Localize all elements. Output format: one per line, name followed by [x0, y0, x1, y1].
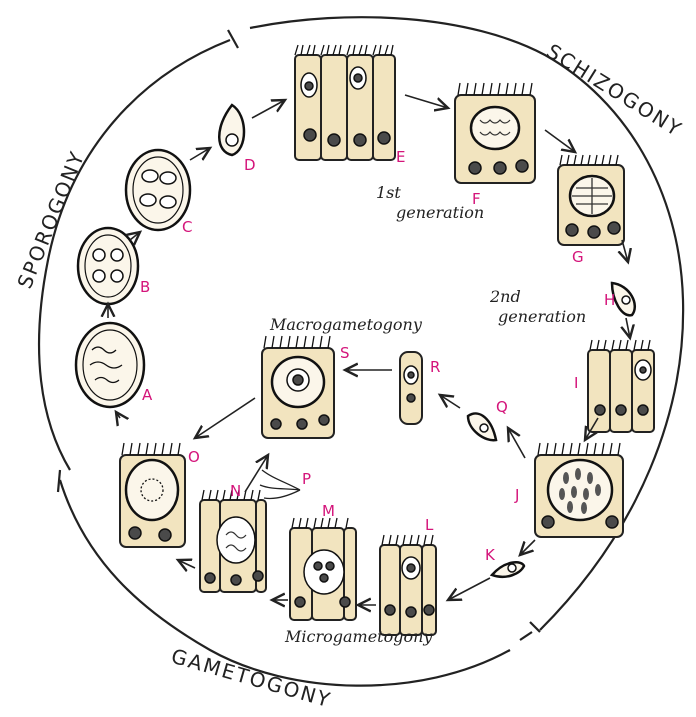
- stage-f-schizont: F: [455, 83, 535, 208]
- svg-text:generation: generation: [498, 307, 586, 326]
- svg-text:P: P: [302, 470, 311, 488]
- svg-text:O: O: [188, 448, 200, 466]
- note-second-generation: 2nd generation: [489, 287, 586, 326]
- svg-text:M: M: [322, 502, 335, 520]
- phase-label-gametogony: GAMETOGONY: [169, 644, 335, 713]
- stage-o-zygote: O: [120, 443, 200, 547]
- stage-m-maturing-microgamont: M: [290, 502, 356, 620]
- stage-g-segmenting-schizont: G: [558, 155, 624, 266]
- stage-i-second-generation: I: [574, 340, 654, 432]
- note-first-generation: 1st generation: [376, 183, 484, 222]
- svg-text:R: R: [430, 358, 440, 376]
- phase-label-schizogony: SCHIZOGONY: [542, 39, 687, 142]
- svg-text:generation: generation: [396, 203, 484, 222]
- svg-text:GAMETOGONY: GAMETOGONY: [169, 644, 335, 713]
- svg-text:G: G: [572, 248, 584, 266]
- stage-q-merozoite: Q: [468, 398, 508, 440]
- svg-text:L: L: [425, 516, 434, 534]
- stage-r-macrogamont: R: [400, 352, 440, 424]
- note-macrogametogony: Macrogametogony: [269, 315, 423, 334]
- svg-text:N: N: [230, 482, 241, 500]
- stage-j-second-schizont: J: [514, 443, 623, 537]
- stage-a-oocyst: A: [76, 323, 153, 407]
- svg-text:H: H: [604, 291, 615, 309]
- svg-text:S: S: [340, 344, 350, 362]
- svg-text:B: B: [140, 278, 150, 296]
- stage-d-sporozoite: D: [219, 105, 255, 174]
- stage-n-microgametes: N: [200, 482, 266, 592]
- svg-text:C: C: [182, 218, 192, 236]
- svg-text:Q: Q: [496, 398, 508, 416]
- stage-s-macrogamete: S: [262, 336, 350, 438]
- svg-text:I: I: [574, 374, 578, 392]
- svg-text:A: A: [142, 386, 153, 404]
- svg-text:K: K: [485, 546, 496, 564]
- svg-text:1st: 1st: [376, 183, 401, 202]
- stage-e-infected-epithelium: E: [295, 45, 405, 166]
- note-microgametogony: Microgametogony: [284, 627, 433, 646]
- svg-text:D: D: [244, 156, 256, 174]
- stage-l-microgamont: L: [380, 516, 436, 635]
- svg-text:J: J: [514, 486, 519, 504]
- svg-text:SCHIZOGONY: SCHIZOGONY: [542, 39, 687, 142]
- stage-b-sporulating-oocyst: B: [78, 228, 150, 304]
- stage-p-flagellated-microgametes: P: [260, 470, 311, 499]
- stage-k-merozoite: K: [485, 546, 524, 577]
- svg-text:2nd: 2nd: [489, 287, 521, 306]
- stage-h-merozoite: H: [604, 283, 635, 315]
- svg-text:E: E: [396, 148, 405, 166]
- stage-c-mature-oocyst: C: [126, 150, 192, 236]
